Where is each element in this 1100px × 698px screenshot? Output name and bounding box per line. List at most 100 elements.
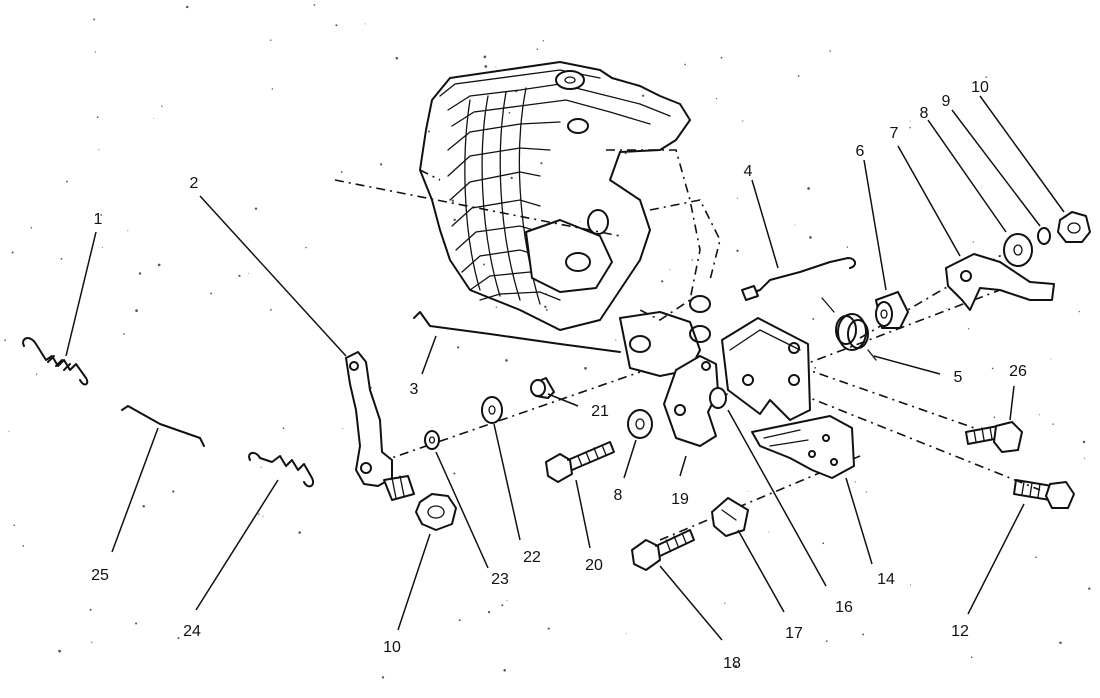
scan-speck (4, 339, 6, 342)
scan-speck (127, 230, 129, 232)
scan-speck (625, 633, 627, 635)
scan-speck (501, 604, 504, 607)
part-1-spring (22, 337, 89, 386)
scan-speck (313, 4, 316, 6)
scan-speck (381, 676, 385, 679)
scan-speck (724, 602, 726, 604)
scan-speck (94, 51, 96, 53)
leader-lines (65, 95, 1065, 641)
scan-speck (734, 664, 738, 668)
callout-16: 16 (835, 599, 853, 616)
scan-speck (981, 186, 983, 188)
part-24-spring (248, 452, 314, 488)
scan-speck (8, 430, 10, 432)
scan-speck (862, 633, 865, 636)
scan-speck (484, 65, 488, 68)
scan-speck (161, 105, 163, 107)
scan-speck (135, 309, 138, 312)
scan-speck (809, 236, 812, 239)
scan-speck (123, 333, 125, 335)
scan-speck (641, 94, 645, 97)
scan-speck (909, 126, 911, 129)
part-10-nut-upper (1057, 211, 1091, 243)
scan-speck (457, 346, 460, 349)
scan-speck (584, 366, 587, 370)
callout-6: 6 (856, 143, 865, 160)
scan-speck (172, 490, 175, 493)
part-14-bracket-plate (751, 415, 855, 479)
part-23-washer (424, 430, 440, 450)
scan-speck (1082, 440, 1086, 444)
part-21-bushing (530, 377, 555, 399)
scan-speck (135, 622, 138, 625)
scan-speck (736, 249, 739, 252)
scan-speck (427, 130, 431, 133)
scan-speck (298, 531, 301, 534)
scan-speck (715, 97, 718, 100)
scan-speck (993, 416, 996, 419)
scan-speck (35, 373, 38, 375)
scan-speck (503, 669, 506, 672)
callout-9: 9 (942, 93, 951, 110)
scan-speck (305, 246, 307, 249)
scan-speck (1078, 310, 1080, 313)
callout-10-upper: 10 (971, 79, 989, 96)
scan-speck (89, 608, 92, 611)
scan-speck (96, 116, 99, 119)
part-8-washer-lower (627, 409, 653, 439)
callout-17: 17 (785, 625, 803, 642)
callout-20: 20 (585, 557, 603, 574)
callout-labels: 1 2 3 4 5 6 7 8 8 9 10 10 12 14 16 17 18… (91, 79, 1027, 672)
scan-speck (100, 214, 103, 216)
scan-speck (379, 163, 383, 166)
scan-speck (177, 637, 180, 640)
scan-speck (669, 268, 671, 270)
scan-speck (807, 187, 810, 190)
scan-speck (968, 328, 970, 330)
scan-speck (506, 600, 508, 602)
scan-speck (1088, 587, 1091, 590)
callout-3: 3 (410, 381, 419, 398)
scan-speck (854, 481, 856, 483)
scan-speck (395, 56, 399, 60)
part-22-washer (481, 396, 503, 424)
scan-speck (508, 111, 511, 114)
scan-speck (505, 359, 508, 362)
scan-speck (185, 5, 189, 9)
scan-specks (4, 4, 1091, 679)
scan-speck (720, 56, 723, 59)
scan-speck (536, 48, 539, 50)
scan-speck (254, 207, 258, 210)
scan-speck (157, 263, 161, 267)
scan-speck (451, 199, 454, 202)
part-5-spring (821, 297, 877, 361)
scan-speck (972, 241, 974, 243)
scan-speck (271, 88, 274, 90)
scan-speck (909, 120, 911, 122)
scan-speck (1052, 423, 1054, 425)
scan-speck (822, 542, 825, 545)
scan-speck (812, 317, 815, 320)
scan-speck (542, 40, 545, 42)
part-19-lever-plate (663, 355, 719, 447)
callout-21: 21 (591, 403, 609, 420)
scan-speck (846, 246, 849, 248)
part-26-screw (965, 421, 1023, 453)
scan-speck (138, 272, 142, 275)
scan-speck (615, 339, 617, 341)
callout-24: 24 (183, 623, 201, 640)
scan-speck (483, 55, 487, 59)
scan-speck (453, 472, 456, 475)
scan-speck (91, 641, 93, 643)
scan-speck (247, 272, 249, 274)
scan-speck (210, 292, 213, 295)
part-8-washer-upper (1003, 233, 1033, 267)
scan-speck (453, 218, 456, 222)
callout-18: 18 (723, 655, 741, 672)
part-2-governor-lever (345, 351, 415, 501)
scan-speck (269, 39, 272, 41)
part-16-pivot (709, 387, 727, 409)
part-6-bushing (875, 291, 909, 329)
callout-1: 1 (94, 211, 103, 228)
